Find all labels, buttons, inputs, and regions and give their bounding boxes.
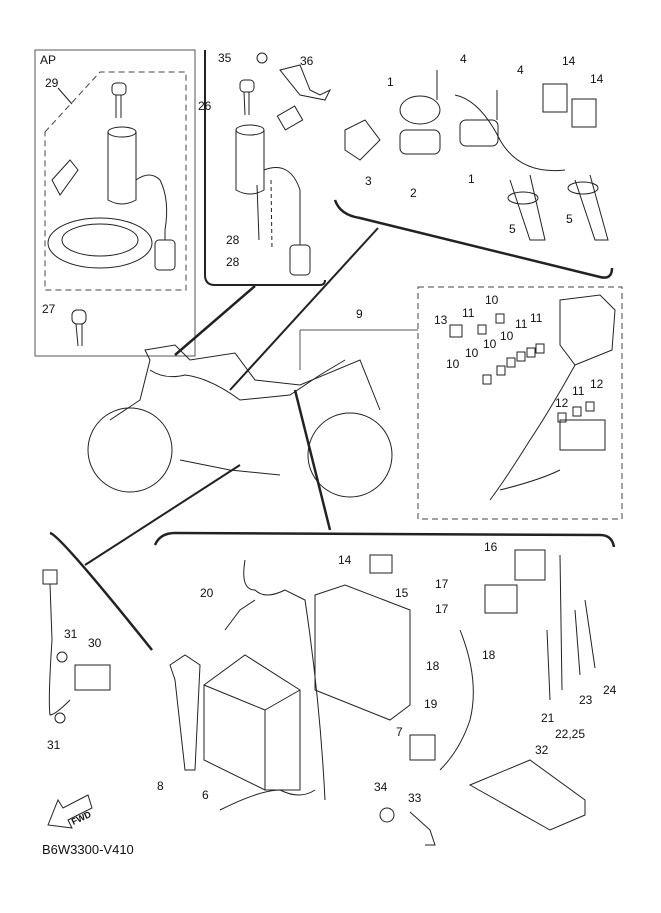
callout-23[interactable]: 23 [579, 693, 593, 707]
cable-ties-icon [546, 554, 596, 701]
bracket-36-icon [276, 64, 332, 131]
callout-29[interactable]: 29 [45, 76, 59, 90]
leader-battery [293, 389, 332, 531]
callout-28-a[interactable]: 28 [226, 233, 240, 247]
relays-14-icon [542, 83, 597, 128]
callout-18-b[interactable]: 18 [482, 648, 496, 662]
callout-10-a[interactable]: 10 [485, 293, 499, 307]
sensor-30-icon [42, 569, 111, 724]
callout-10-b[interactable]: 10 [500, 329, 514, 343]
harness-9-leader [299, 329, 418, 370]
leader-coils [229, 227, 379, 391]
callout-14-c[interactable]: 14 [338, 553, 352, 567]
callout-7[interactable]: 7 [396, 725, 403, 739]
leader-switch [174, 285, 256, 356]
fwd-arrow-icon [47, 794, 93, 829]
callout-8[interactable]: 8 [157, 779, 164, 793]
callout-6[interactable]: 6 [202, 788, 209, 802]
callout-15[interactable]: 15 [395, 586, 409, 600]
battery-band-8-icon [169, 654, 201, 771]
callout-4-a[interactable]: 4 [460, 52, 467, 66]
callout-10-c[interactable]: 10 [483, 337, 497, 351]
callout-2[interactable]: 2 [410, 186, 417, 200]
drawing-code: B6W3300-V410 [42, 842, 134, 857]
callout-19[interactable]: 19 [424, 697, 438, 711]
fuse-box-frame [417, 286, 623, 520]
switch-group-frame [204, 50, 326, 286]
callout-11-a[interactable]: 11 [462, 306, 475, 320]
main-switch-icon [107, 126, 176, 271]
callout-14-b[interactable]: 14 [590, 72, 604, 86]
callout-12-a[interactable]: 12 [555, 396, 569, 410]
callout-5-a[interactable]: 5 [509, 222, 516, 236]
callout-16[interactable]: 16 [484, 540, 498, 554]
clamp-35-icon [256, 52, 268, 64]
ignition-coils-icon [344, 70, 566, 172]
callout-31-a[interactable]: 31 [64, 627, 78, 641]
callout-22-25[interactable]: 22,25 [555, 727, 586, 741]
callout-32[interactable]: 32 [535, 743, 549, 757]
callout-9[interactable]: 9 [356, 307, 363, 321]
callout-28-b[interactable]: 28 [226, 255, 240, 269]
coil-group-frame [333, 199, 614, 279]
callout-27[interactable]: 27 [42, 302, 56, 316]
callout-10-e[interactable]: 10 [446, 357, 460, 371]
spark-plug-caps-icon [507, 174, 609, 241]
starter-relay-15-icon [369, 549, 546, 614]
callout-1-b[interactable]: 1 [468, 172, 475, 186]
callout-31-b[interactable]: 31 [47, 738, 61, 752]
ap-label: AP [40, 53, 57, 67]
fuel-cap-icon [47, 217, 153, 269]
callout-33[interactable]: 33 [408, 791, 422, 805]
callout-17-a[interactable]: 17 [435, 577, 449, 591]
key-icon [111, 82, 127, 118]
fuse-box-icon [489, 294, 616, 501]
callout-11-d[interactable]: 11 [572, 384, 585, 398]
callout-24[interactable]: 24 [603, 683, 617, 697]
fuses-icon [449, 313, 595, 423]
callout-13[interactable]: 13 [434, 313, 448, 327]
main-switch-26-icon [235, 79, 311, 276]
cables-icon [219, 559, 474, 811]
callout-5-b[interactable]: 5 [566, 212, 573, 226]
battery-group-frame [153, 531, 616, 548]
callout-18-a[interactable]: 18 [426, 659, 440, 673]
clamps-icon [379, 807, 436, 846]
ap-kit-frame [34, 49, 196, 357]
callout-11-c[interactable]: 11 [530, 311, 543, 325]
callout-36[interactable]: 36 [300, 54, 314, 68]
callout-12-b[interactable]: 12 [590, 377, 604, 391]
callout-21[interactable]: 21 [541, 711, 555, 725]
callout-20[interactable]: 20 [200, 586, 214, 600]
callout-34[interactable]: 34 [374, 780, 388, 794]
callout-3[interactable]: 3 [365, 174, 372, 188]
callout-11-b[interactable]: 11 [515, 317, 528, 331]
key-27-icon [71, 309, 87, 347]
sheet-32-icon [468, 759, 586, 831]
leader-sensor [84, 464, 241, 566]
callout-1-a[interactable]: 1 [387, 75, 394, 89]
callout-26[interactable]: 26 [198, 99, 212, 113]
callout-4-b[interactable]: 4 [517, 63, 524, 77]
battery-6-icon [203, 654, 301, 791]
sensor-group-frame [49, 531, 153, 651]
seat-lock-icon [51, 159, 79, 196]
motorcycle-outline-icon [87, 344, 393, 498]
callout-17-b[interactable]: 17 [435, 602, 449, 616]
callout-10-d[interactable]: 10 [465, 346, 479, 360]
battery-cover-7-icon [314, 584, 411, 721]
callout-30[interactable]: 30 [88, 636, 102, 650]
callout-14-a[interactable]: 14 [562, 54, 576, 68]
callout-35[interactable]: 35 [218, 51, 232, 65]
